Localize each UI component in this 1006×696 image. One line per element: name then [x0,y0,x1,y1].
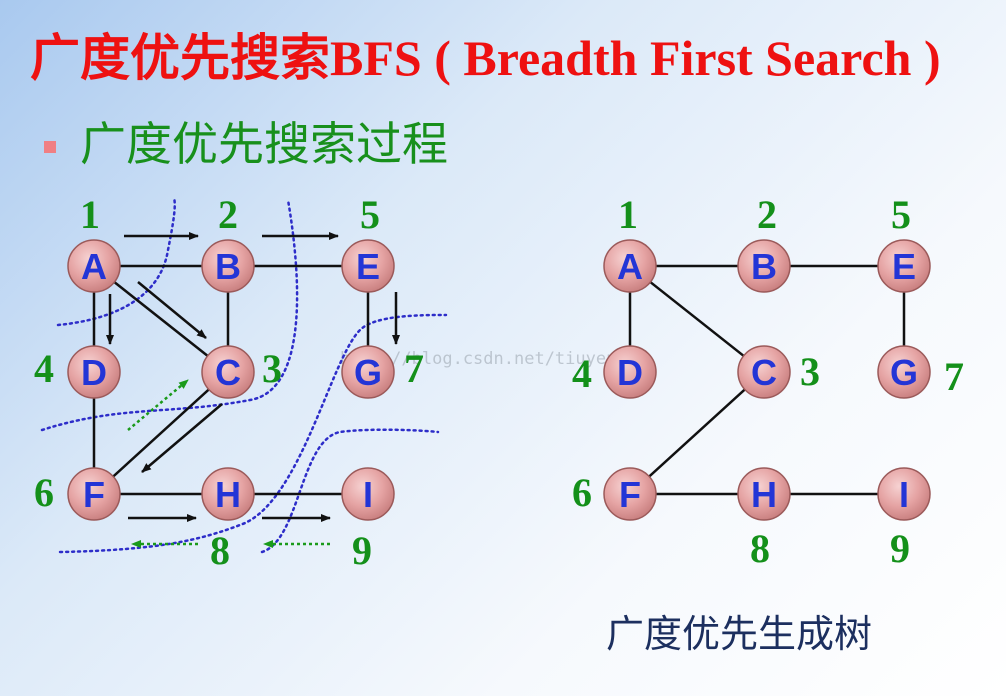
tree-edge-CF [629,371,765,495]
graph-node-circle-D [67,345,121,399]
tree-caption: 广度优先生成树 [606,612,873,656]
tree-order-number-I: 9 [890,526,910,571]
slide-subtitle: 广度优先搜索过程 [80,117,448,171]
tree-node-label-D: D [617,352,643,393]
graph-node-label-D: D [81,352,107,393]
graph-node-circle-B [201,239,255,293]
tree-node-label-A: A [617,246,643,287]
graph-order-number-B: 2 [218,192,238,237]
tree-order-number-A: 1 [618,192,638,237]
graph-node-G: G [341,345,395,399]
visit-arrow-CF [141,403,223,473]
tree-node-circle-B [737,239,791,293]
tree-node-E: E [877,239,931,293]
graph-node-circle-H [201,467,255,521]
watermark: http://blog.csdn.net/tiuyeng [340,349,627,369]
tree-order-number-F: 6 [572,470,592,515]
frontier-curve-2 [40,198,299,432]
tree-node-H: H [737,467,791,521]
tree-node-label-B: B [751,246,777,287]
graph-node-label-I: I [363,474,373,515]
graph-order-number-F: 6 [34,470,54,515]
graph-node-circle-A [67,239,121,293]
tree-node-circle-F [603,467,657,521]
graph-node-label-F: F [83,474,105,515]
graph-node-label-H: H [215,474,241,515]
graph-node-F: F [67,467,121,521]
graph-node-label-C: C [215,352,241,393]
visit-arrow-AC [137,281,207,339]
tree-node-label-F: F [619,474,641,515]
tree-node-label-G: G [890,352,918,393]
tree-node-A: A [603,239,657,293]
graph-node-A: A [67,239,121,293]
graph-node-E: E [341,239,395,293]
graph-node-label-E: E [356,246,380,287]
graph-order-number-C: 3 [262,346,282,391]
tree-node-circle-D [603,345,657,399]
graph-edge-AC [93,265,229,373]
slide-title: 广度优先搜索BFS ( Breadth First Search ) [30,30,941,86]
bullet-marker [44,141,56,153]
graph-node-circle-F [67,467,121,521]
tree-node-circle-G [877,345,931,399]
tree-order-number-C: 3 [800,349,820,394]
tree-order-number-D: 4 [572,351,592,396]
tree-node-label-E: E [892,246,916,287]
graph-order-number-G: 7 [404,346,424,391]
frontier-curve-4 [260,428,440,554]
tree-edge-AC [629,265,765,373]
graph-node-circle-C [201,345,255,399]
graph-node-D: D [67,345,121,399]
tree-node-label-I: I [899,474,909,515]
graph-order-number-H: 8 [210,528,230,573]
tree-node-circle-H [737,467,791,521]
tree-node-I: I [877,467,931,521]
graph-node-I: I [341,467,395,521]
tree-node-D: D [603,345,657,399]
tree-node-circle-C [737,345,791,399]
graph-node-label-G: G [354,352,382,393]
tree-node-C: C [737,345,791,399]
tree-order-number-B: 2 [757,192,777,237]
graph-order-number-D: 4 [34,346,54,391]
tree-node-circle-E [877,239,931,293]
graph-node-H: H [201,467,255,521]
graph-edge-CF [93,371,229,495]
graph-node-B: B [201,239,255,293]
graph-node-circle-G [341,345,395,399]
tree-node-F: F [603,467,657,521]
tree-node-circle-A [603,239,657,293]
graph-node-label-B: B [215,246,241,287]
tree-order-number-H: 8 [750,526,770,571]
graph-node-label-A: A [81,246,107,287]
tree-node-label-H: H [751,474,777,515]
graph-order-number-I: 9 [352,528,372,573]
tree-node-circle-I [877,467,931,521]
graph-order-number-A: 1 [80,192,100,237]
graph-node-C: C [201,345,255,399]
tree-node-B: B [737,239,791,293]
graph-node-circle-E [341,239,395,293]
tree-node-label-C: C [751,352,777,393]
tree-order-number-E: 5 [891,192,911,237]
backtrack-arrow-FC [127,379,189,431]
tree-node-G: G [877,345,931,399]
frontier-curve-3 [58,313,448,554]
graph-order-number-E: 5 [360,192,380,237]
graph-node-circle-I [341,467,395,521]
tree-order-number-G: 7 [944,354,964,399]
